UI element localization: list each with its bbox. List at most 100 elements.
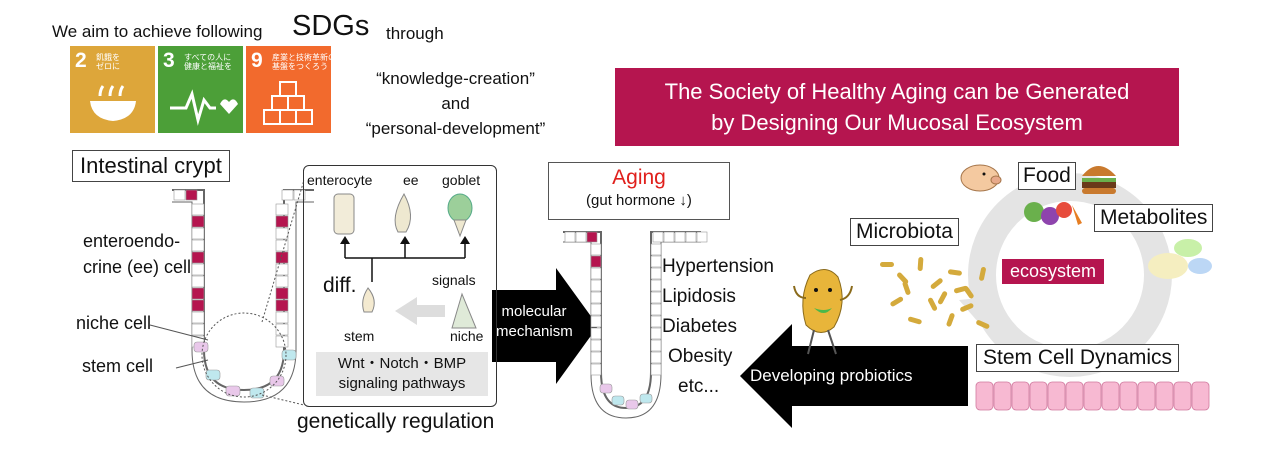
- crypt-cell: [275, 335, 289, 348]
- ee-label: ee: [403, 172, 419, 188]
- bacterium: [880, 262, 894, 267]
- crypt-cell: [590, 339, 602, 352]
- differentiation-box: [303, 165, 497, 407]
- disease-item: Lipidosis: [662, 286, 736, 307]
- metabolites-icon: [1148, 239, 1212, 279]
- crypt-cell: [650, 327, 662, 340]
- ee-cell-label: enteroendo- crine (ee) cell: [83, 228, 191, 280]
- villus-cell: [1137, 381, 1156, 411]
- villus-cell: [1083, 381, 1102, 411]
- bacterium: [979, 266, 986, 281]
- crypt-cell: [650, 315, 662, 328]
- ee-cell: [275, 287, 289, 300]
- sdg-text: すべての人に 健康と福祉を: [184, 53, 232, 71]
- crypt-cell: [590, 327, 602, 340]
- surface-cell: [586, 231, 598, 243]
- niche-label: niche: [450, 328, 484, 344]
- ee-cell: [275, 251, 289, 264]
- niche-cell: [193, 341, 209, 353]
- crypt-cell: [191, 227, 205, 240]
- stem-cell: [281, 349, 297, 361]
- ee-label-line-1: enteroendo-: [83, 231, 181, 251]
- surface-cell: [564, 231, 576, 243]
- bacterium: [954, 285, 968, 294]
- niche-cell: [269, 375, 285, 387]
- surface-cell: [674, 231, 686, 243]
- crypt-cell: [191, 311, 205, 324]
- sdg-text: 飢餓を ゼロに: [96, 53, 120, 71]
- quote-line-3: “personal-development”: [365, 119, 546, 138]
- bacterium: [902, 281, 911, 295]
- stem-cell: [611, 395, 625, 406]
- surface-cell: [663, 231, 675, 243]
- ee-cell: [191, 287, 205, 300]
- header-sdgs: SDGs: [292, 10, 370, 42]
- ee-cell: [275, 299, 289, 312]
- ee-cell: [191, 215, 205, 228]
- diff-arrows: [340, 236, 470, 325]
- food-label: Food: [1018, 162, 1076, 190]
- surface-cell: [696, 231, 708, 243]
- crypt-cell: [650, 267, 662, 280]
- crypt-cell: [590, 315, 602, 328]
- intestinal-crypt-diagram: [149, 179, 314, 406]
- stem-cell-label: stem cell: [82, 356, 154, 376]
- epithelium-strip: [975, 381, 1210, 411]
- stem-cell-icon: [362, 287, 375, 313]
- crypt-cell: [275, 311, 289, 324]
- sdg-number: 3: [163, 49, 175, 72]
- sdg-text: 産業と技術革新の 基盤をつくろう: [272, 53, 336, 71]
- surface-cell: [685, 231, 697, 243]
- crypt-cell: [590, 363, 602, 376]
- crypt-cell: [275, 227, 289, 240]
- crypt-cell: [191, 323, 205, 336]
- bacterium: [897, 272, 909, 285]
- ee-cell-icon: [394, 192, 411, 233]
- enterocyte-cell-icon: [333, 193, 355, 235]
- crypt-cell: [590, 255, 602, 268]
- bacterium: [917, 256, 924, 271]
- sdg-number: 9: [251, 49, 263, 72]
- aging-crypt-diagram: [563, 231, 708, 419]
- molecular-mechanism-label: molecular mechanism: [496, 302, 573, 342]
- sdg-tile-9: 9 産業と技術革新の 基盤をつくろう: [246, 46, 336, 133]
- enterocyte-label: enterocyte: [307, 172, 373, 188]
- surface-cell: [173, 189, 186, 201]
- pathways-line-1: Wnt・Notch・BMP: [337, 355, 467, 372]
- bacterium: [890, 296, 904, 307]
- stem-cell-dynamics-label: Stem Cell Dynamics: [976, 344, 1180, 372]
- probiotics-arrow: [740, 324, 968, 428]
- bacterium: [960, 303, 974, 312]
- crypt-cell: [650, 291, 662, 304]
- goblet-label: goblet: [442, 172, 481, 188]
- stem-cell: [205, 369, 221, 381]
- ee-label-line-2: crine (ee) cell: [83, 257, 192, 277]
- bacterium: [930, 278, 943, 289]
- vegetables-icon: [1024, 202, 1082, 225]
- bacterium: [976, 320, 990, 329]
- surface-cell: [575, 231, 587, 243]
- villus-cell: [1191, 381, 1210, 411]
- stem-cell: [639, 393, 653, 404]
- crypt-title: Intestinal crypt: [72, 150, 230, 182]
- sdg-tile-3: 3 すべての人に 健康と福祉を: [158, 46, 243, 133]
- aging-title: Aging: [612, 166, 666, 189]
- bacterium: [928, 297, 938, 311]
- bacterium: [937, 291, 948, 305]
- crypt-cell: [275, 263, 289, 276]
- probiotics-label: Developing probiotics: [750, 366, 913, 385]
- villus-cell: [1173, 381, 1192, 411]
- header-prefix: We aim to achieve following: [52, 22, 263, 41]
- bacterium: [947, 269, 962, 276]
- signals-label: signals: [432, 272, 476, 288]
- disease-item: Diabetes: [662, 316, 737, 337]
- crypt-cell: [590, 243, 602, 256]
- heartbeat-icon: [170, 89, 238, 126]
- crypt-cell: [191, 239, 205, 252]
- goblet-cell-icon: [447, 193, 473, 238]
- ee-cell: [275, 215, 289, 228]
- mechanism-line-1: molecular: [501, 303, 567, 320]
- disease-item: etc...: [678, 376, 720, 397]
- villus-cell: [993, 381, 1012, 411]
